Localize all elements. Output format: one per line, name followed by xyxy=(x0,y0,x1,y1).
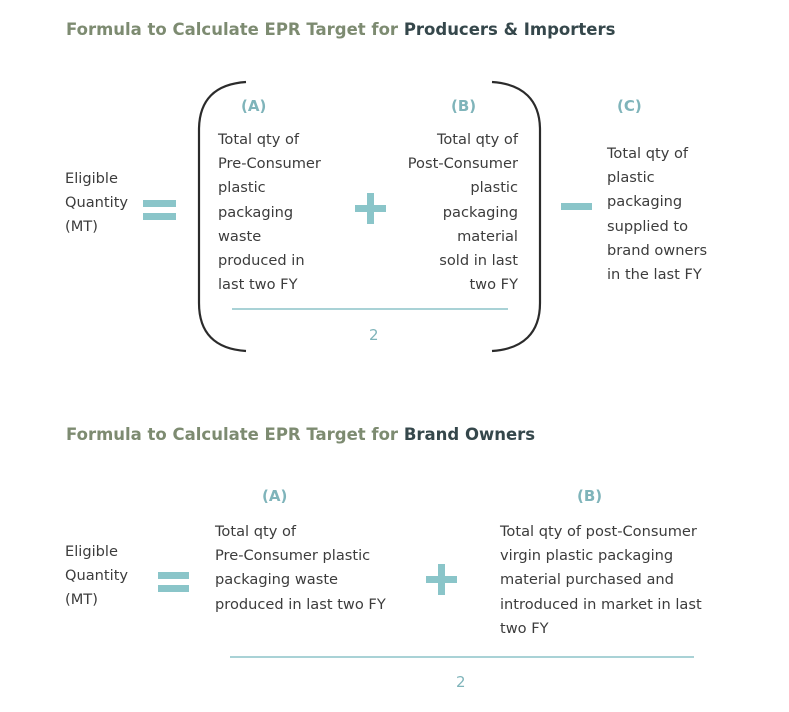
section1-a-label: (A) xyxy=(241,97,267,115)
section1-b-line: sold in last xyxy=(439,252,518,270)
section1-b-line: Total qty of xyxy=(436,131,518,148)
section1-a-line: Total qty of xyxy=(218,131,300,148)
section2-heading-prefix: Formula to Calculate EPR Target for xyxy=(66,425,404,444)
section1-b-line: packaging xyxy=(442,203,518,221)
section2-b-line: two FY xyxy=(500,619,549,637)
section1-c-text: Total qty of plastic packaging supplied … xyxy=(607,142,707,287)
section2-a-line: packaging waste xyxy=(215,571,339,589)
section1-a-line: plastic xyxy=(218,179,266,197)
section1-lhs-line: (MT) xyxy=(65,218,98,236)
section1-c-line: plastic xyxy=(607,169,655,187)
section2-a-text: Total qty of Pre-Consumer plastic packag… xyxy=(215,520,386,617)
section2-lhs: Eligible Quantity (MT) xyxy=(65,540,128,613)
section1-b-line: plastic xyxy=(470,179,518,197)
section1-c-line: in the last FY xyxy=(607,266,702,284)
section1-a-line: Pre-Consumer xyxy=(218,155,321,173)
section2-b-text: Total qty of post-Consumer virgin plasti… xyxy=(500,520,702,641)
section1-a-line: produced in xyxy=(218,252,305,270)
section1-heading-prefix: Formula to Calculate EPR Target for xyxy=(66,20,404,39)
section1-c-line: Total qty of xyxy=(607,145,689,162)
section1-heading: Formula to Calculate EPR Target for Prod… xyxy=(66,20,615,39)
section1-a-line: last two FY xyxy=(218,276,298,294)
equals-icon xyxy=(158,572,189,592)
section2-a-line: produced in last two FY xyxy=(215,595,386,613)
section1-b-text: Total qty of Post-Consumer plastic packa… xyxy=(380,128,518,297)
section1-a-text: Total qty of Pre-Consumer plastic packag… xyxy=(218,128,321,297)
section1-heading-highlight: Producers & Importers xyxy=(403,20,616,39)
section1-lhs-line: Eligible xyxy=(65,170,118,187)
plus-icon xyxy=(355,193,386,224)
section2-heading: Formula to Calculate EPR Target for Bran… xyxy=(66,425,535,444)
section1-fraction-line xyxy=(232,308,508,310)
section2-lhs-line: Quantity xyxy=(65,567,129,585)
section2-b-label: (B) xyxy=(577,487,603,505)
section2-fraction-line xyxy=(230,656,694,658)
section2-lhs-line: Eligible xyxy=(65,543,118,560)
section2-b-line: virgin plastic packaging xyxy=(500,547,674,565)
section2-heading-highlight: Brand Owners xyxy=(403,425,536,444)
section2-a-label: (A) xyxy=(262,487,288,505)
section2-b-line: introduced in market in last xyxy=(500,595,702,613)
section2-a-line: Pre-Consumer plastic xyxy=(215,547,371,565)
section1-c-line: supplied to xyxy=(607,217,689,235)
section1-denominator: 2 xyxy=(369,326,379,344)
plus-icon xyxy=(426,564,457,595)
section2-denominator: 2 xyxy=(456,673,466,691)
section1-b-label: (B) xyxy=(451,97,477,115)
section1-b-line: material xyxy=(457,227,518,245)
section1-c-label: (C) xyxy=(617,97,642,115)
minus-icon xyxy=(561,203,592,210)
section2-a-line: Total qty of xyxy=(215,523,297,540)
section2-b-line: material purchased and xyxy=(500,571,674,589)
section1-a-line: packaging xyxy=(218,203,294,221)
section2-lhs-line: (MT) xyxy=(65,591,98,609)
section1-b-line: two FY xyxy=(469,276,518,294)
section1-a-line: waste xyxy=(218,227,262,245)
section1-b-line: Post-Consumer xyxy=(407,155,518,173)
section1-c-line: packaging xyxy=(607,193,683,211)
section1-c-line: brand owners xyxy=(607,241,708,259)
section2-b-line: Total qty of post-Consumer xyxy=(500,523,697,540)
section1-lhs: Eligible Quantity (MT) xyxy=(65,167,128,240)
section1-lhs-line: Quantity xyxy=(65,194,129,212)
equals-icon xyxy=(143,200,176,221)
